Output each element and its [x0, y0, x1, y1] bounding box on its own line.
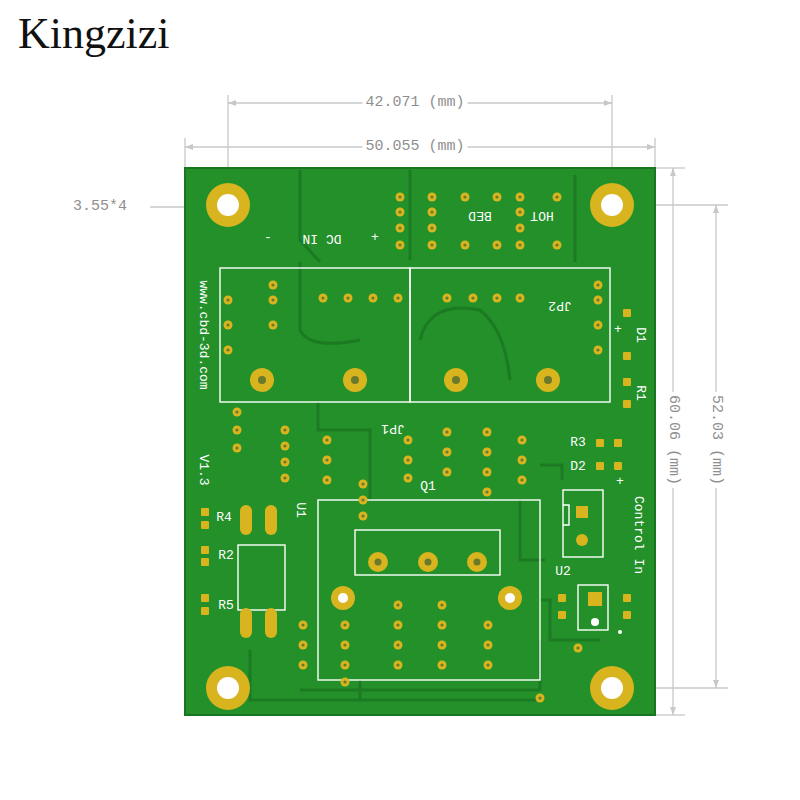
part-name: R2	[218, 549, 234, 563]
polarity-mark: +	[371, 231, 379, 245]
pcb-board	[185, 168, 655, 715]
part-name: D1	[633, 327, 647, 343]
dimension-lines	[150, 95, 728, 715]
copper-traces	[250, 170, 600, 700]
dimension-text: 60.06 (mm)	[665, 392, 682, 488]
part-name: R1	[633, 385, 647, 401]
hole-dimension-text: 3.55*4	[70, 199, 130, 216]
url-text: www.cbd-3d.com	[196, 280, 210, 389]
polarity-mark: +	[614, 323, 622, 337]
smd-pads	[201, 309, 631, 638]
part-name: Q1	[420, 480, 436, 494]
part-name: R3	[570, 436, 586, 450]
silkscreen-outlines	[220, 268, 610, 680]
watermark-brand: Kingzizi	[18, 10, 170, 58]
polarity-mark: +	[616, 475, 624, 489]
part-name: R4	[216, 511, 232, 525]
part-name: U1	[293, 502, 307, 518]
dimension-text: 42.071 (mm)	[362, 95, 467, 112]
connector-label: BED	[468, 208, 491, 222]
part-name: R5	[218, 599, 234, 613]
part-name: JP2	[548, 298, 571, 312]
dimension-text: 50.055 (mm)	[362, 139, 467, 156]
polarity-mark: -	[264, 231, 272, 245]
part-name: JP1	[381, 421, 404, 435]
part-name: D2	[570, 460, 586, 474]
dimension-arrows	[185, 100, 719, 715]
version-text: V1.3	[196, 454, 210, 485]
mounting-holes	[206, 183, 634, 710]
connector-label: DC IN	[302, 231, 341, 245]
dimension-text: 52.03 (mm)	[708, 392, 725, 488]
via-pads	[224, 193, 603, 703]
signal-name: Control In	[631, 496, 645, 574]
terminal-pads	[250, 368, 622, 634]
connector-label: HOT	[530, 208, 553, 222]
part-name: U2	[555, 565, 571, 579]
